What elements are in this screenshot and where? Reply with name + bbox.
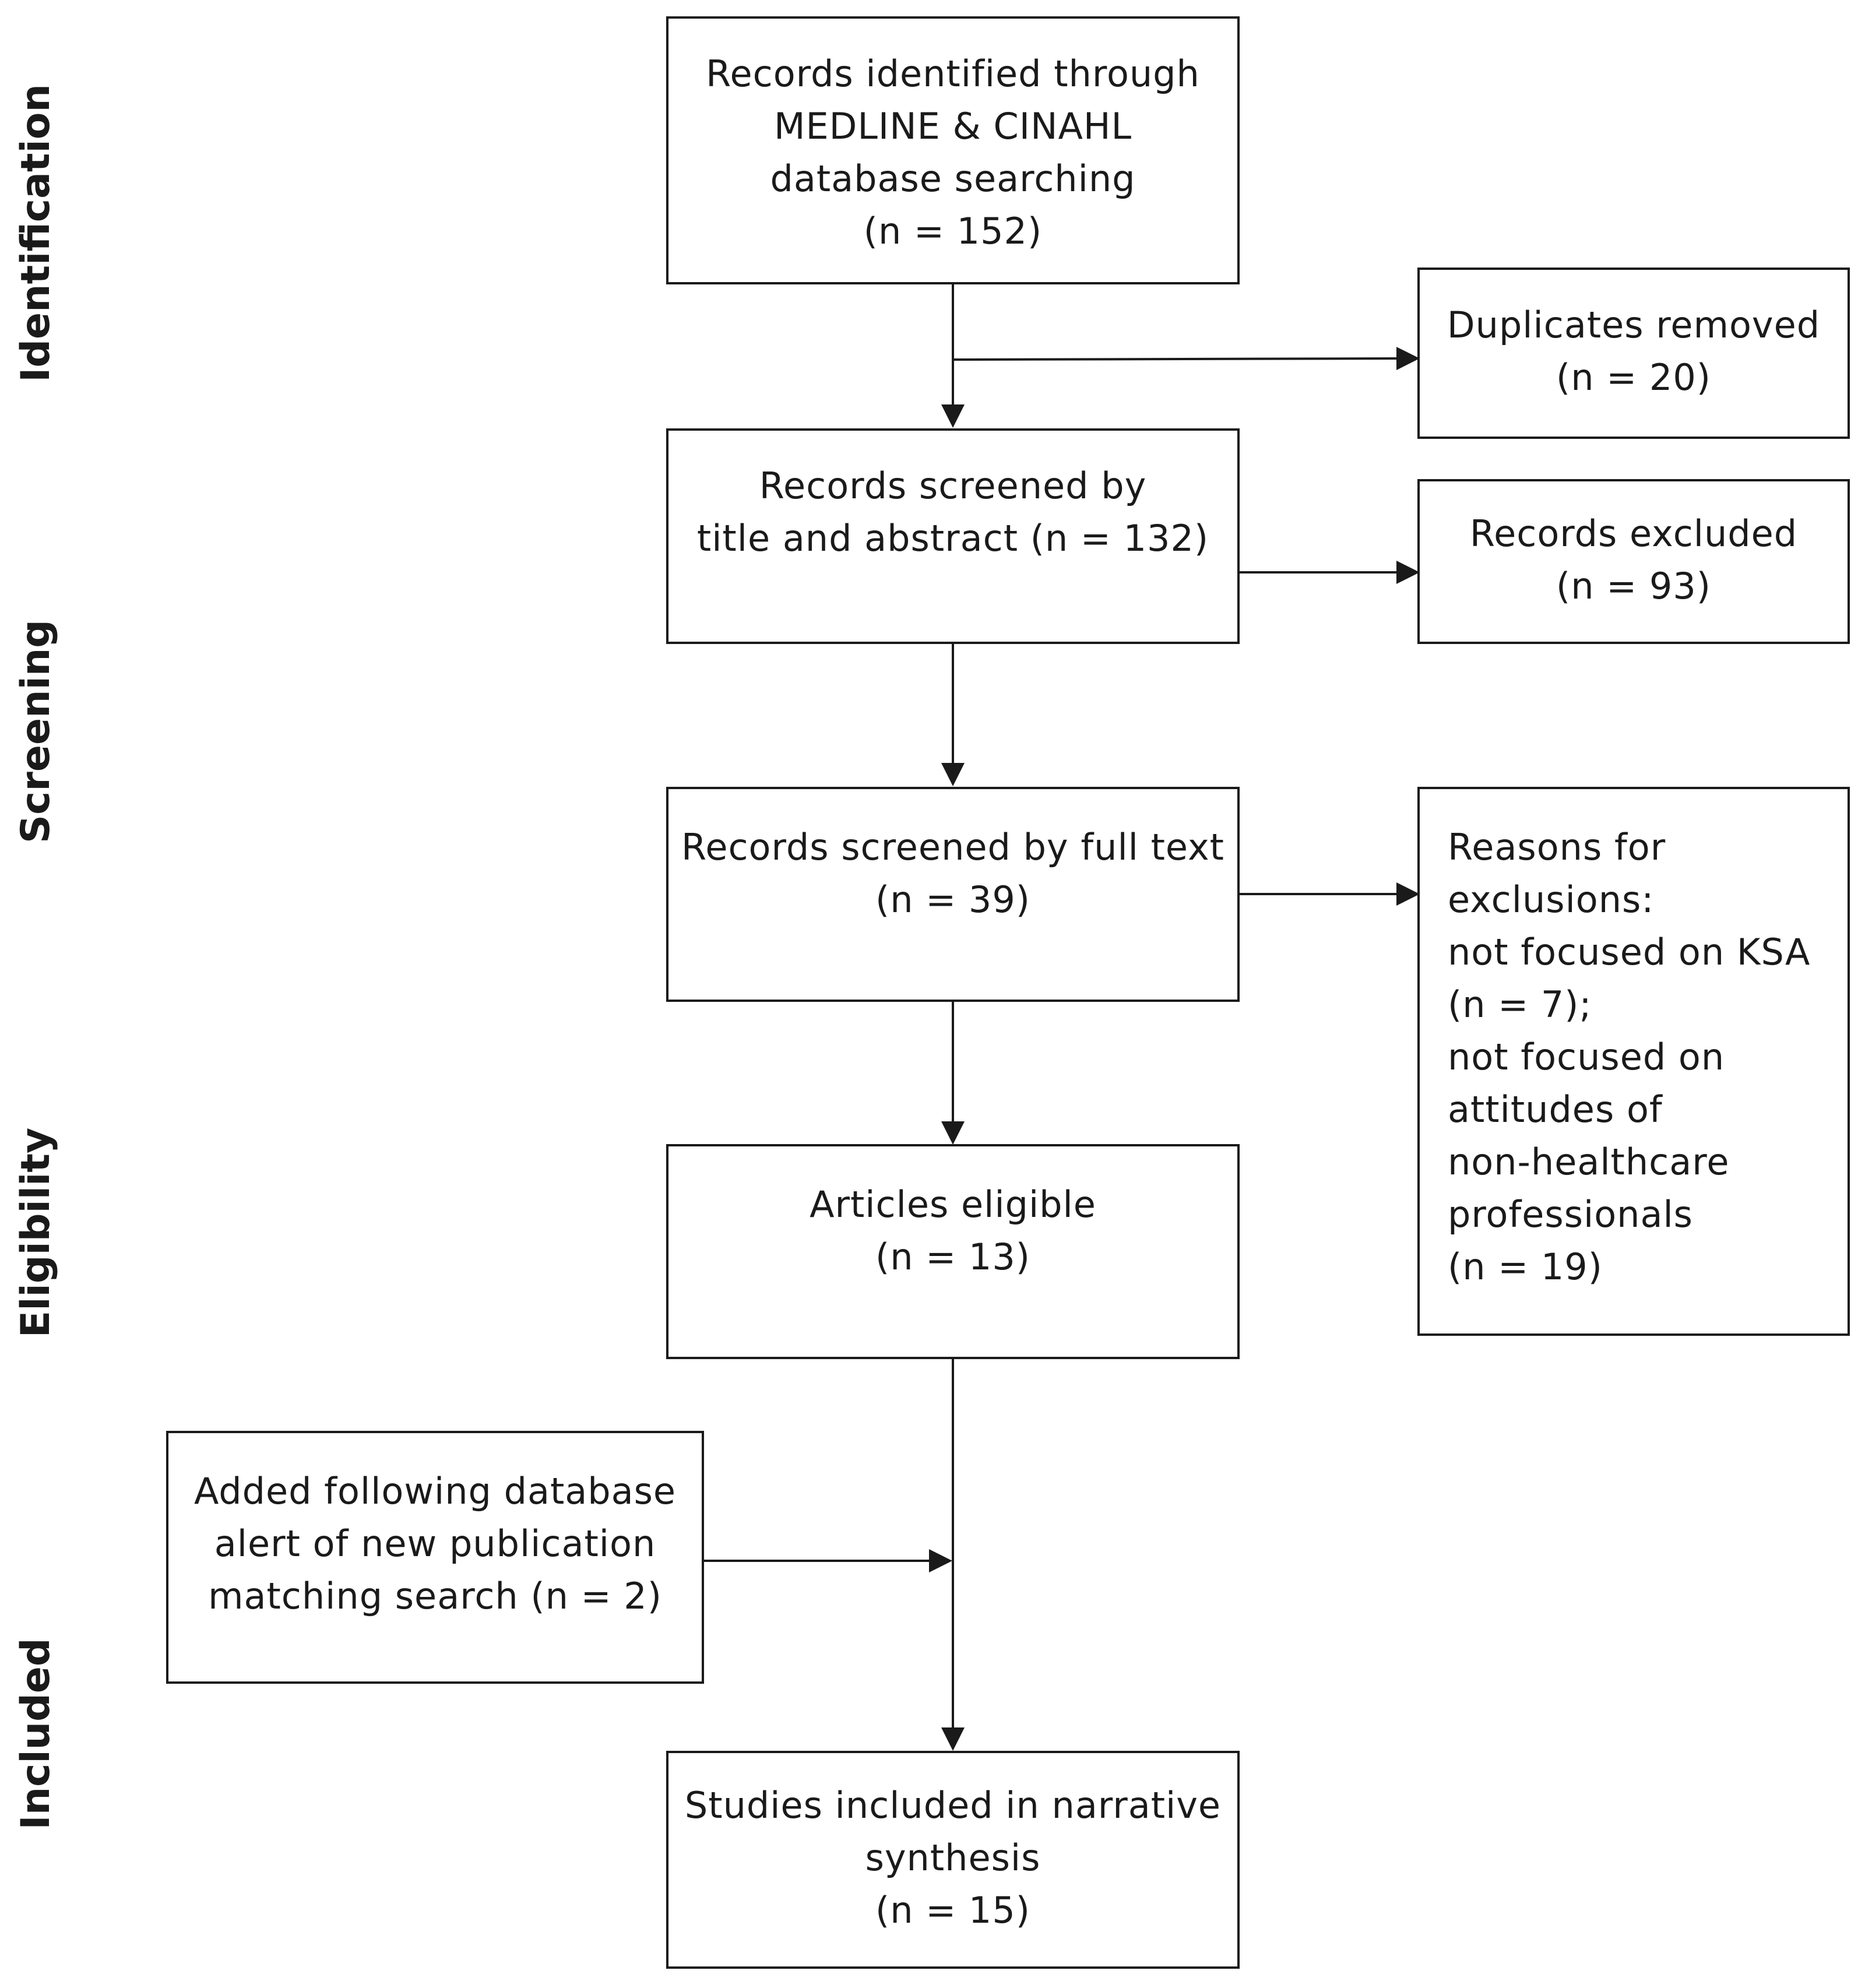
text-line: (n = 15) [875,1889,1030,1931]
box-records-identified: Records identified through MEDLINE & CIN… [666,16,1240,284]
text-line: attitudes of [1448,1088,1663,1131]
box-articles-eligible: Articles eligible (n = 13) [666,1144,1240,1359]
arrow-to-duplicates-removed [952,347,1420,371]
box-screened-title-abstract: Records screened by title and abstract (… [666,428,1240,644]
stage-label-screening: Screening [13,620,59,843]
text-line: alert of new publication [214,1522,656,1565]
text-line: non-healthcare [1448,1141,1730,1183]
box-added-from-alert: Added following database alert of new pu… [166,1431,704,1684]
text-line: matching search (n = 2) [208,1575,662,1617]
text-line: (n = 7); [1448,983,1592,1026]
text-line: exclusions: [1448,878,1655,921]
text-line: (n = 93) [1556,565,1711,607]
text-line: (n = 39) [875,878,1030,921]
text-line: Reasons for [1448,826,1666,868]
box-duplicates-removed: Duplicates removed (n = 20) [1417,268,1850,439]
text-line: Studies included in narrative [684,1784,1222,1827]
stage-label-eligibility: Eligibility [13,1127,59,1338]
text-line: Records screened by [759,465,1147,507]
text-line: Records identified through [706,52,1200,95]
box-screened-full-text: Records screened by full text (n = 39) [666,787,1240,1002]
text-line: not focused on [1448,1036,1725,1078]
text-line: (n = 19) [1448,1245,1603,1288]
box-records-excluded: Records excluded (n = 93) [1417,479,1850,644]
text-line: (n = 152) [863,210,1043,252]
text-line: Articles eligible [810,1183,1096,1226]
text-line: database searching [770,157,1136,200]
text-line: (n = 20) [1556,356,1711,399]
text-line: Added following database [193,1470,677,1512]
stage-label-included: Included [13,1638,59,1830]
text-line: (n = 13) [875,1236,1030,1278]
text-line: title and abstract (n = 132) [696,517,1209,560]
text-line: not focused on KSA [1448,931,1811,973]
box-studies-included: Studies included in narrative synthesis … [666,1751,1240,1969]
text-line: Records excluded [1469,512,1798,555]
text-line: professionals [1448,1193,1693,1236]
text-line: MEDLINE & CINAHL [773,105,1132,147]
text-line: Records screened by full text [681,826,1224,868]
text-line: Duplicates removed [1447,304,1821,346]
text-line: synthesis [865,1836,1041,1879]
stage-label-identification: Identification [13,84,59,382]
box-reasons-for-exclusion: Reasons for exclusions: not focused on K… [1417,787,1850,1336]
